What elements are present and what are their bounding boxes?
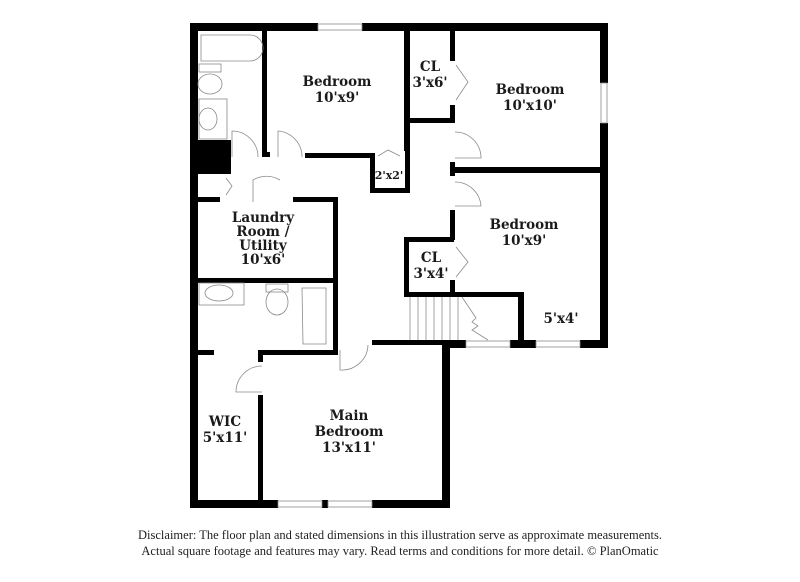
svg-text:10'x9': 10'x9' bbox=[502, 233, 547, 249]
svg-text:Room /: Room / bbox=[236, 224, 289, 240]
disclaimer-line-2: Actual square footage and features may v… bbox=[141, 544, 659, 558]
svg-text:CL: CL bbox=[420, 59, 441, 75]
svg-text:Bedroom: Bedroom bbox=[303, 74, 372, 90]
room-label-main-bedroom: Main Bedroom 13'x11' bbox=[315, 408, 384, 456]
svg-text:3'x4': 3'x4' bbox=[413, 266, 448, 282]
svg-text:3'x6': 3'x6' bbox=[412, 75, 447, 91]
room-label-laundry: Laundry Room / Utility 10'x6' bbox=[232, 210, 295, 268]
room-label-closet-1: CL 3'x6' bbox=[412, 59, 447, 91]
windows bbox=[277, 23, 608, 508]
svg-text:2'x2': 2'x2' bbox=[375, 169, 404, 182]
svg-text:Main: Main bbox=[330, 408, 369, 424]
exterior-walls bbox=[190, 23, 608, 508]
svg-text:WIC: WIC bbox=[208, 414, 241, 430]
svg-text:Utility: Utility bbox=[239, 238, 288, 254]
svg-text:Bedroom: Bedroom bbox=[496, 82, 565, 98]
svg-text:Bedroom: Bedroom bbox=[490, 217, 559, 233]
stairs bbox=[409, 296, 489, 341]
svg-text:CL: CL bbox=[421, 250, 442, 266]
doors bbox=[225, 64, 482, 393]
room-label-wic: WIC 5'x11' bbox=[203, 414, 248, 446]
fixtures bbox=[197, 34, 327, 345]
svg-text:Bedroom: Bedroom bbox=[315, 424, 384, 440]
room-label-bedroom-2: Bedroom 10'x10' bbox=[496, 82, 565, 114]
room-label-nook: 5'x4' bbox=[543, 311, 578, 327]
svg-text:5'x4': 5'x4' bbox=[543, 311, 578, 327]
room-label-closet-2: CL 3'x4' bbox=[413, 250, 448, 282]
svg-text:5'x11': 5'x11' bbox=[203, 430, 248, 446]
svg-text:Laundry: Laundry bbox=[232, 210, 295, 226]
room-label-bedroom-3: Bedroom 10'x9' bbox=[490, 217, 559, 249]
disclaimer-line-1: Disclaimer: The floor plan and stated di… bbox=[138, 528, 662, 542]
svg-text:10'x6': 10'x6' bbox=[241, 252, 286, 268]
svg-text:10'x10': 10'x10' bbox=[503, 98, 557, 114]
interior-walls bbox=[198, 31, 605, 505]
room-label-bedroom-1: Bedroom 10'x9' bbox=[303, 74, 372, 106]
svg-text:13'x11': 13'x11' bbox=[322, 440, 376, 456]
svg-text:10'x9': 10'x9' bbox=[315, 90, 360, 106]
room-label-closet-small: 2'x2' bbox=[375, 169, 404, 182]
